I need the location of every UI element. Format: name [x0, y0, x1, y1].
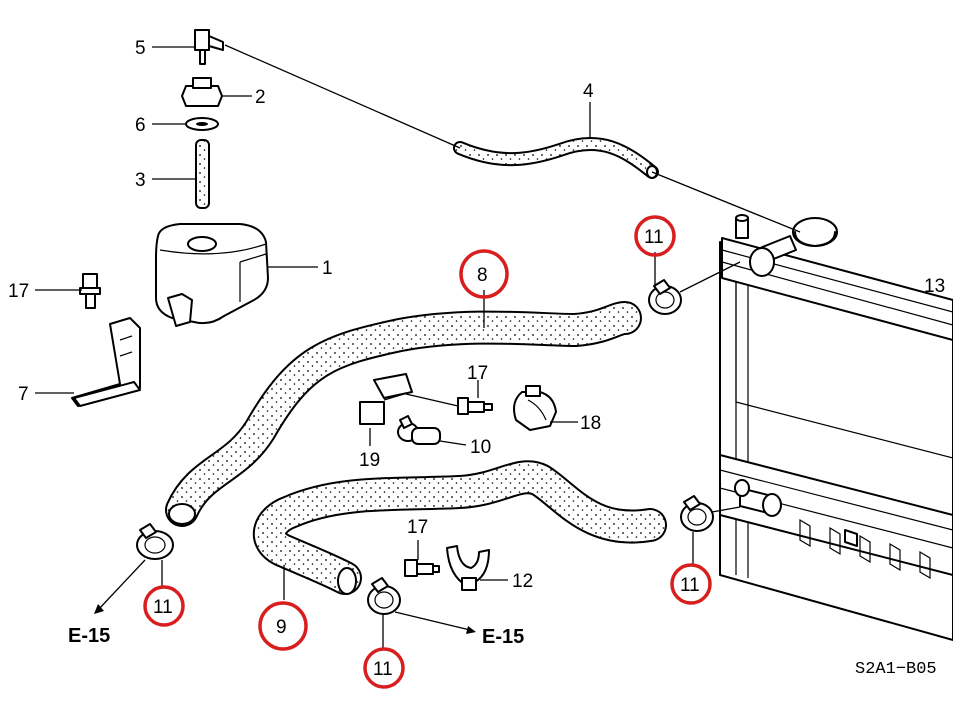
label-17-bottom: 17 [407, 517, 428, 538]
label-13: 13 [924, 276, 945, 297]
label-8: 8 [477, 265, 488, 286]
reference-e15-left: E-15 [68, 625, 110, 647]
radiator [719, 214, 953, 641]
label-6: 6 [135, 115, 146, 136]
highlight-circles [143, 215, 712, 689]
clip-part-18 [513, 385, 557, 431]
label-3: 3 [135, 170, 146, 191]
reference-e15-bottom: E-15 [482, 626, 524, 648]
label-4: 4 [583, 81, 594, 102]
hose-clamp-upper-right [648, 279, 682, 315]
clip-part-10 [397, 415, 441, 445]
label-12: 12 [512, 571, 533, 592]
bolt-17-bottom [404, 559, 440, 577]
overflow-hose [453, 136, 659, 179]
label-10: 10 [470, 437, 491, 458]
label-19: 19 [359, 450, 380, 471]
clip-part-12 [446, 545, 490, 591]
label-17-left: 17 [8, 281, 29, 302]
label-11-right: 11 [680, 575, 700, 596]
cap-part-2 [181, 77, 223, 107]
label-11-bottom: 11 [373, 659, 393, 680]
reservoir-tank [155, 223, 269, 327]
washer-hole [196, 122, 208, 126]
label-11-left: 11 [153, 597, 173, 618]
cap-part-5 [194, 29, 224, 65]
label-5: 5 [135, 38, 146, 59]
leader-lines [35, 46, 741, 650]
highlight-circle-11-top [634, 215, 676, 257]
hose-clamp-left [136, 523, 174, 560]
bolt-17-left [79, 273, 101, 309]
label-1: 1 [322, 258, 333, 279]
label-11-top: 11 [644, 227, 664, 248]
hose-clamp-lower-right [680, 495, 714, 532]
label-9: 9 [276, 617, 287, 638]
holder-part-19 [359, 373, 413, 425]
bolt-17-middle [457, 397, 493, 415]
diagram-code: S2A1−B05 [855, 660, 937, 679]
lower-radiator-hose [252, 460, 667, 595]
highlight-circle-11-right [670, 563, 712, 605]
label-7: 7 [18, 384, 29, 405]
highlight-circle-11-bottom [363, 647, 405, 689]
hose-clamp-bottom [367, 577, 401, 615]
label-17-middle: 17 [467, 363, 488, 384]
upper-radiator-hose [165, 301, 642, 527]
label-2: 2 [255, 87, 266, 108]
tube-part-3 [195, 139, 210, 209]
highlight-circle-11-left [143, 585, 185, 627]
highlight-circle-9 [258, 601, 308, 651]
bracket-part-7 [71, 317, 141, 407]
highlight-circle-8 [459, 249, 509, 299]
label-18: 18 [580, 413, 601, 434]
part-labels: 5 2 6 3 1 4 17 7 13 17 18 10 19 17 12 8 … [8, 38, 945, 680]
